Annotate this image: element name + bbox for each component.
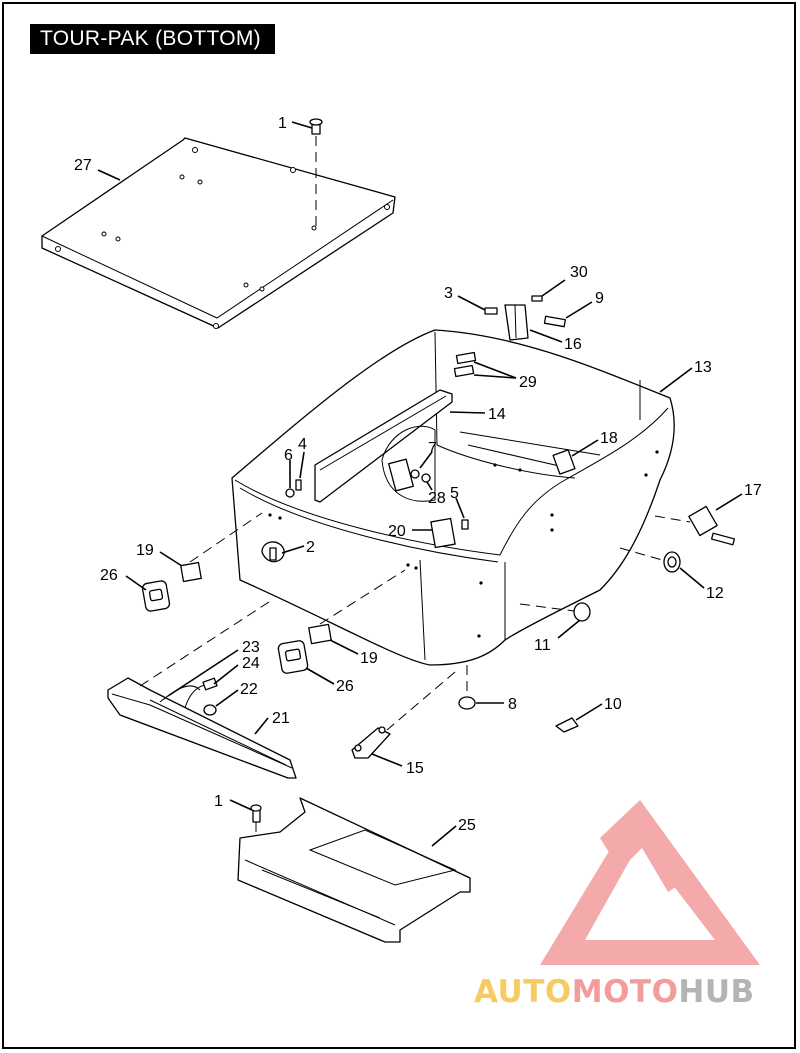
part-22-bulb bbox=[203, 704, 217, 716]
small-fasteners bbox=[285, 469, 469, 530]
part-20-latch-block bbox=[430, 517, 456, 549]
part-19-bumper-b bbox=[308, 623, 332, 645]
part-10-clip bbox=[555, 717, 579, 733]
callout-4: 4 bbox=[298, 436, 307, 453]
callout-19-left: 19 bbox=[136, 542, 154, 559]
callout-13: 13 bbox=[694, 359, 712, 376]
callout-26-left: 26 bbox=[100, 567, 118, 584]
callout-10: 10 bbox=[604, 696, 622, 713]
callout-3: 3 bbox=[444, 285, 453, 302]
callout-16: 16 bbox=[564, 336, 582, 353]
part-25-mount-bracket bbox=[237, 797, 471, 943]
callout-14: 14 bbox=[488, 406, 506, 423]
part-29-shims bbox=[453, 351, 477, 378]
callout-17: 17 bbox=[744, 482, 762, 499]
callout-9: 9 bbox=[595, 290, 604, 307]
callout-15: 15 bbox=[406, 760, 424, 777]
callout-24: 24 bbox=[242, 655, 260, 672]
part-16-hinge bbox=[504, 304, 529, 341]
part-26-pad-a bbox=[141, 580, 171, 612]
part-1-bolt-bottom bbox=[250, 804, 262, 846]
part-15-handle bbox=[351, 671, 456, 759]
watermark-brand-text: AUTOMOTOHUB bbox=[474, 974, 755, 1010]
part-26-pad-b bbox=[277, 640, 309, 674]
watermark-part-moto: MOTO bbox=[571, 974, 679, 1010]
callout-22: 22 bbox=[240, 681, 258, 698]
callout-labels: 1 27 3 30 9 16 29 13 14 18 7 6 4 28 5 17… bbox=[74, 115, 762, 834]
callout-21: 21 bbox=[272, 710, 290, 727]
callout-23: 23 bbox=[242, 639, 260, 656]
part-21-light-bar bbox=[107, 677, 297, 779]
callout-20: 20 bbox=[388, 523, 406, 540]
part-12-grommet bbox=[619, 547, 681, 573]
callout-25: 25 bbox=[458, 817, 476, 834]
part-13-tour-pak-case bbox=[231, 329, 675, 666]
callout-18: 18 bbox=[600, 430, 618, 447]
watermark-logo-icon bbox=[540, 800, 760, 965]
callout-8: 8 bbox=[508, 696, 517, 713]
callout-11: 11 bbox=[534, 637, 551, 654]
part-11-grommet bbox=[519, 602, 591, 622]
part-3-screw bbox=[484, 307, 498, 315]
part-19-bumper-a bbox=[180, 561, 202, 583]
callout-2: 2 bbox=[306, 539, 315, 556]
part-9-pin bbox=[543, 315, 567, 328]
callout-19-right: 19 bbox=[360, 650, 378, 667]
part-2-plug bbox=[261, 541, 285, 563]
callout-7: 7 bbox=[428, 440, 437, 457]
leader-lines bbox=[97, 121, 743, 847]
part-18-latch bbox=[552, 449, 576, 475]
callout-5: 5 bbox=[450, 485, 459, 502]
part-17-plate bbox=[654, 505, 736, 546]
watermark-part-auto: AUTO bbox=[474, 974, 572, 1010]
callout-27: 27 bbox=[74, 157, 92, 174]
callout-26-right: 26 bbox=[336, 678, 354, 695]
callout-29: 29 bbox=[519, 374, 537, 391]
callout-30: 30 bbox=[570, 264, 588, 281]
callout-1-bottom: 1 bbox=[214, 793, 223, 810]
callout-6: 6 bbox=[284, 447, 293, 464]
part-8-nut bbox=[458, 665, 476, 710]
part-30-screw bbox=[531, 295, 543, 302]
callout-12: 12 bbox=[706, 585, 724, 602]
part-1-bolt-top bbox=[309, 118, 323, 232]
callout-28: 28 bbox=[428, 490, 446, 507]
watermark-part-hub: HUB bbox=[678, 974, 755, 1010]
diagram-title: TOUR-PAK (BOTTOM) bbox=[30, 24, 275, 54]
part-27-base-plate bbox=[41, 137, 396, 329]
callout-1-top: 1 bbox=[278, 115, 287, 132]
